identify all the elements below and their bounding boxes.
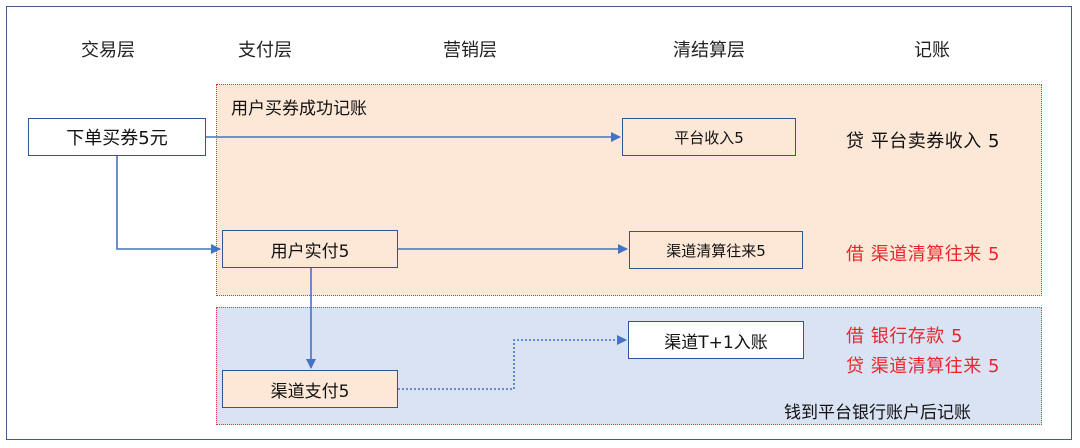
node-channel-pay: 渠道支付5 bbox=[222, 370, 398, 408]
node-place-order: 下单买券5元 bbox=[28, 118, 206, 156]
header-trade-layer: 交易层 bbox=[81, 40, 135, 61]
header-accounting: 记账 bbox=[914, 40, 950, 61]
ledger-debit-bank-deposit: 借 银行存款 5 bbox=[846, 326, 963, 347]
ledger-credit-channel-clearing: 贷 渠道清算往来 5 bbox=[846, 356, 1000, 377]
node-user-actual-pay: 用户实付5 bbox=[222, 230, 398, 268]
diagram-frame bbox=[6, 6, 1072, 440]
node-channel-t1-posting: 渠道T+1入账 bbox=[628, 321, 804, 359]
header-payment-layer: 支付层 bbox=[238, 40, 292, 61]
arrow-order-to-user-pay bbox=[116, 156, 221, 254]
node-platform-income: 平台收入5 bbox=[622, 118, 796, 156]
arrow-channel-pay-to-t1 bbox=[398, 335, 627, 390]
region-bank-arrival-label: 钱到平台银行账户后记账 bbox=[784, 403, 971, 423]
header-marketing-layer: 营销层 bbox=[443, 40, 497, 61]
region-purchase-success-label: 用户买券成功记账 bbox=[231, 99, 367, 119]
node-channel-clearing: 渠道清算往来5 bbox=[629, 231, 803, 269]
ledger-credit-platform-income: 贷 平台卖券收入 5 bbox=[846, 131, 1000, 152]
ledger-debit-channel-clearing: 借 渠道清算往来 5 bbox=[846, 244, 1000, 265]
header-clearing-layer: 清结算层 bbox=[673, 40, 745, 61]
